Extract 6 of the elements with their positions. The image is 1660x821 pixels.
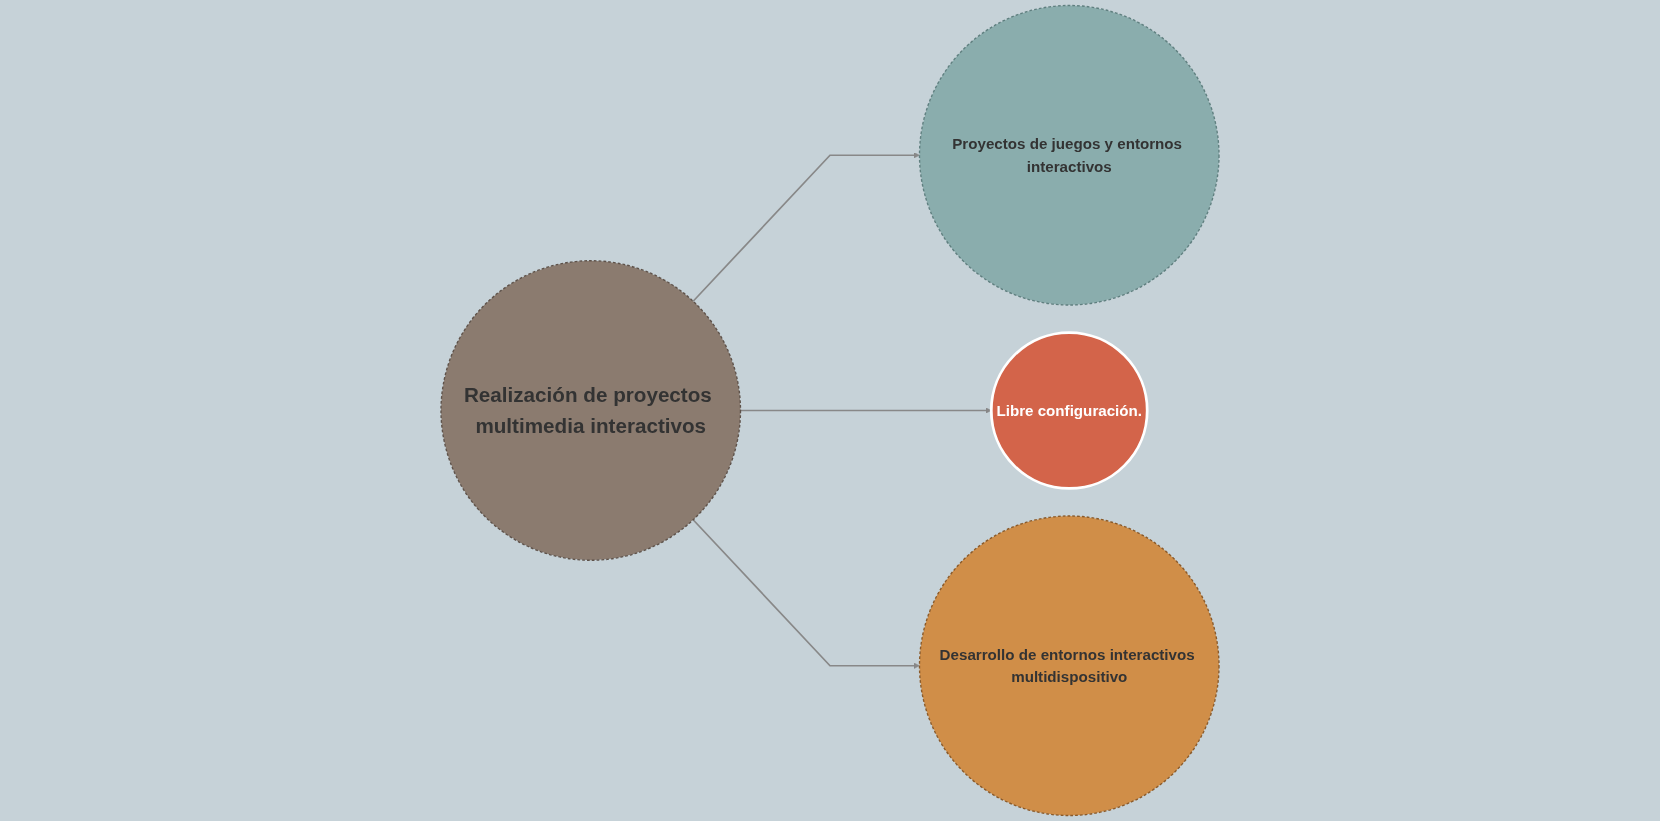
node-circle: Libre configuración. (989, 331, 1149, 490)
arrow (692, 152, 920, 303)
node-circle: Proyectos de juegos y entornos interactivos (918, 4, 1220, 306)
node-circle: Realización de proyectos multimedia interactivos (440, 260, 742, 561)
arrow (692, 518, 920, 669)
node-circle: Desarrollo de entornos interactivos multidispositivo (918, 515, 1220, 817)
